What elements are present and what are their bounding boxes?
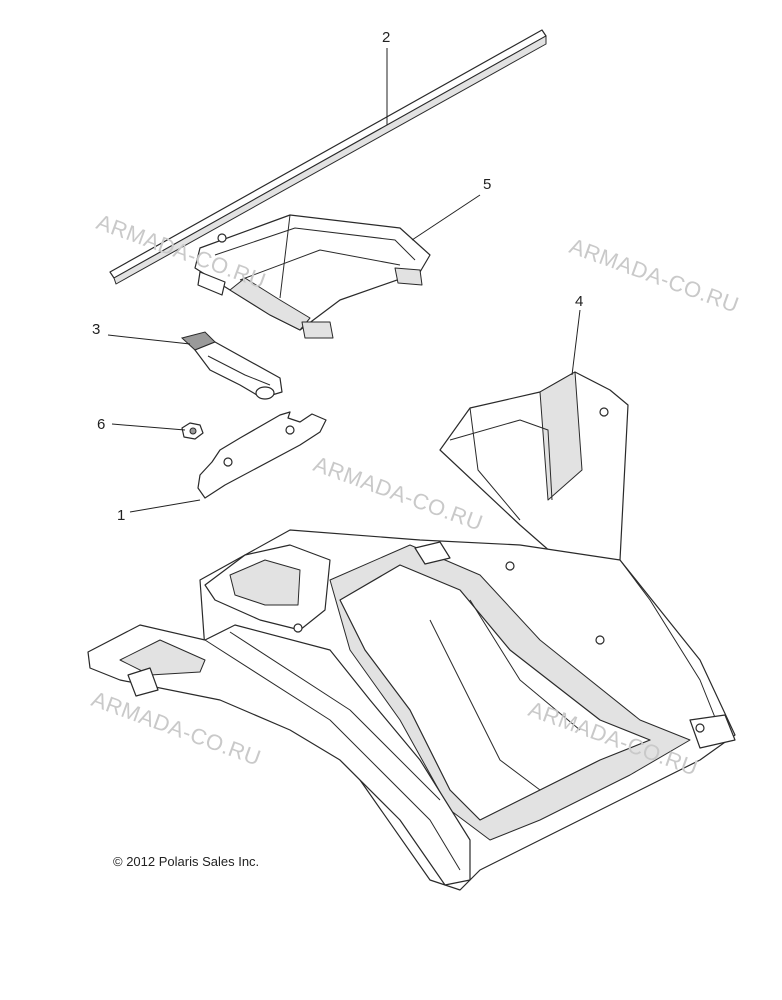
callout-3: 3 [92, 321, 100, 338]
copyright-text: © 2012 Polaris Sales Inc. [113, 854, 259, 869]
part-3-latch [180, 331, 283, 400]
watermark: ARMADA-CO.RU [566, 233, 742, 317]
callout-2: 2 [382, 29, 390, 46]
part-1-bracket [197, 411, 327, 499]
part-5-cover [194, 214, 431, 339]
leader-lines [107, 48, 581, 513]
part-4-floor-assembly [87, 371, 736, 891]
part-6-nut [181, 422, 204, 440]
part-2-strip [109, 29, 547, 285]
callout-4: 4 [575, 293, 583, 310]
callout-1: 1 [117, 507, 125, 524]
callout-5: 5 [483, 176, 491, 193]
callout-6: 6 [97, 416, 105, 433]
